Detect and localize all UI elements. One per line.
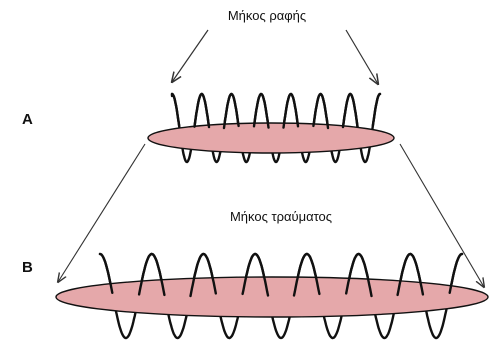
wound-length-label: Μήκος τραύματος	[230, 209, 332, 224]
wound-b-ellipse	[56, 277, 488, 317]
wound-right-arrow	[400, 144, 484, 287]
suture-length-label: Μήκος ραφής	[228, 8, 306, 23]
wound-left-arrow	[58, 144, 145, 282]
suture-right-arrow	[346, 30, 378, 84]
row-a-letter: A	[22, 111, 33, 128]
suture-left-arrow	[172, 30, 208, 82]
row-b-letter: B	[22, 259, 33, 276]
